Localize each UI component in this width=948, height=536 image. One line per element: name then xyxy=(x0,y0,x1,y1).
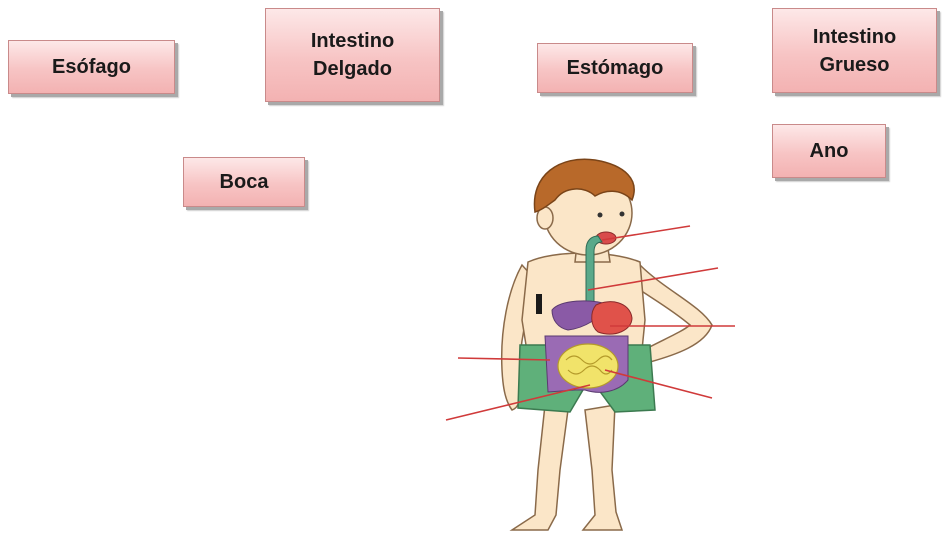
stomach xyxy=(592,302,632,334)
legs xyxy=(512,405,622,530)
label-card-ano[interactable]: Ano xyxy=(772,124,886,178)
label-card-intestino-grueso[interactable]: Intestino Grueso xyxy=(772,8,937,93)
label-card-boca[interactable]: Boca xyxy=(183,157,305,207)
head xyxy=(534,159,634,262)
child-digestive-system-illustration xyxy=(380,150,760,536)
label-text-estomago: Estómago xyxy=(567,54,664,82)
label-card-esofago[interactable]: Esófago xyxy=(8,40,175,94)
label-card-intestino-delgado[interactable]: Intestino Delgado xyxy=(265,8,440,102)
label-text-intestino-delgado: Intestino Delgado xyxy=(311,27,394,83)
label-text-ano: Ano xyxy=(810,137,849,165)
small-intestine xyxy=(558,344,618,388)
label-text-esofago: Esófago xyxy=(52,53,131,81)
label-card-estomago[interactable]: Estómago xyxy=(537,43,693,93)
wrist-band xyxy=(536,294,542,314)
label-text-boca: Boca xyxy=(220,168,269,196)
label-text-intestino-grueso: Intestino Grueso xyxy=(813,23,896,79)
